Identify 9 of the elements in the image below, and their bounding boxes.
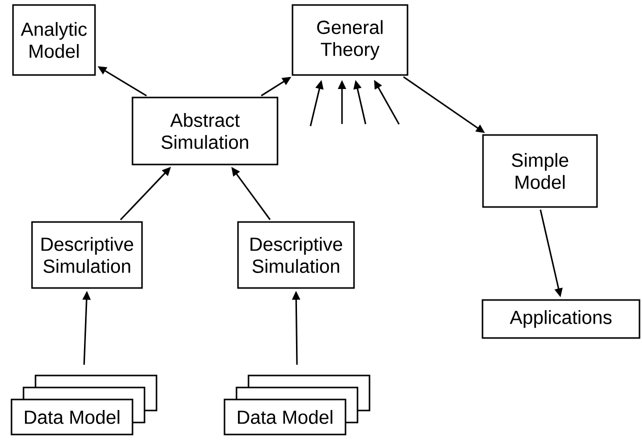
text-box: Abstract Simulation xyxy=(132,96,278,166)
text-box: General Theory xyxy=(292,4,408,76)
document-stack: Data Model xyxy=(224,374,370,436)
text-box: Descriptive Simulation xyxy=(31,221,143,289)
text-box: Applications xyxy=(482,299,640,339)
text-box: Descriptive Simulation xyxy=(237,221,355,289)
text-box: Simple Model xyxy=(482,134,598,208)
document-stack: Data Model xyxy=(10,374,158,436)
text-box: Analytic Model xyxy=(12,4,96,76)
